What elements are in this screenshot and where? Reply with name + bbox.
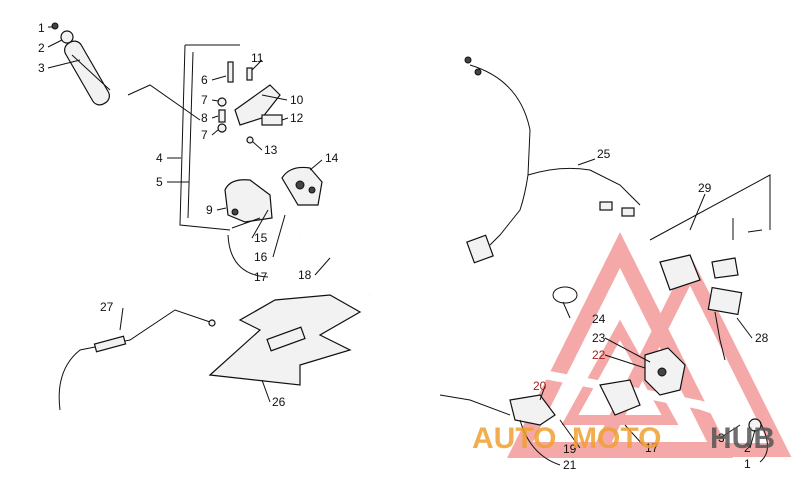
callout-24: 24	[592, 312, 606, 326]
wire-harness	[464, 56, 641, 264]
throttle-cable	[58, 309, 216, 411]
left-grip	[64, 40, 111, 106]
callout-15: 15	[254, 231, 268, 245]
callout-28: 28	[755, 331, 769, 345]
callout-3-right: 3	[718, 431, 725, 445]
callout-1-right: 1	[744, 457, 751, 471]
callout-29: 29	[698, 181, 712, 195]
mount-bracket	[649, 174, 771, 291]
callout-21: 21	[563, 458, 577, 472]
handlebar	[297, 230, 747, 425]
bar-end-cap	[60, 30, 74, 44]
switch-housing-left	[281, 166, 323, 206]
leader-lines	[47, 26, 768, 466]
callout-2-right: 2	[744, 441, 751, 455]
callout-22: 22	[592, 348, 606, 362]
callout-19: 19	[563, 442, 577, 456]
callout-17-right: 17	[645, 441, 659, 455]
switch-housing-right	[644, 347, 686, 396]
throttle-housing	[224, 179, 273, 229]
callout-5: 5	[156, 175, 163, 189]
callout-8: 8	[201, 111, 208, 125]
callout-20: 20	[533, 379, 547, 393]
watermark-hub: HUB	[710, 422, 775, 455]
callout-13: 13	[264, 143, 278, 157]
callout-6: 6	[201, 73, 208, 87]
callout-12: 12	[290, 111, 304, 125]
callout-11: 11	[251, 51, 264, 65]
watermark-moto: MOTO	[572, 422, 661, 455]
throttle-lever	[217, 61, 283, 144]
callout-14: 14	[325, 151, 339, 165]
callout-4: 4	[156, 151, 163, 165]
callout-23: 23	[592, 331, 606, 345]
callout-1: 1	[38, 21, 45, 35]
callout-3: 3	[38, 61, 45, 75]
callout-2: 2	[38, 41, 45, 55]
watermark-text: AUTO MOTO HUB	[472, 422, 775, 455]
lower-right-components	[439, 379, 762, 432]
heater-module	[707, 286, 743, 361]
callout-25: 25	[597, 147, 611, 161]
callout-16: 16	[254, 250, 268, 264]
callout-26: 26	[272, 395, 286, 409]
callout-7-lower: 7	[201, 128, 208, 142]
callout-9: 9	[206, 203, 213, 217]
callout-18: 18	[298, 268, 312, 282]
callout-27: 27	[100, 300, 114, 314]
watermark-auto: AUTO	[472, 422, 556, 455]
callout-7-upper: 7	[201, 93, 208, 107]
callout-10: 10	[290, 93, 304, 107]
bar-end-screw	[51, 22, 59, 30]
callout-17-left: 17	[254, 270, 268, 284]
clamp-ring	[552, 286, 578, 304]
handlebar-pad	[208, 294, 362, 386]
